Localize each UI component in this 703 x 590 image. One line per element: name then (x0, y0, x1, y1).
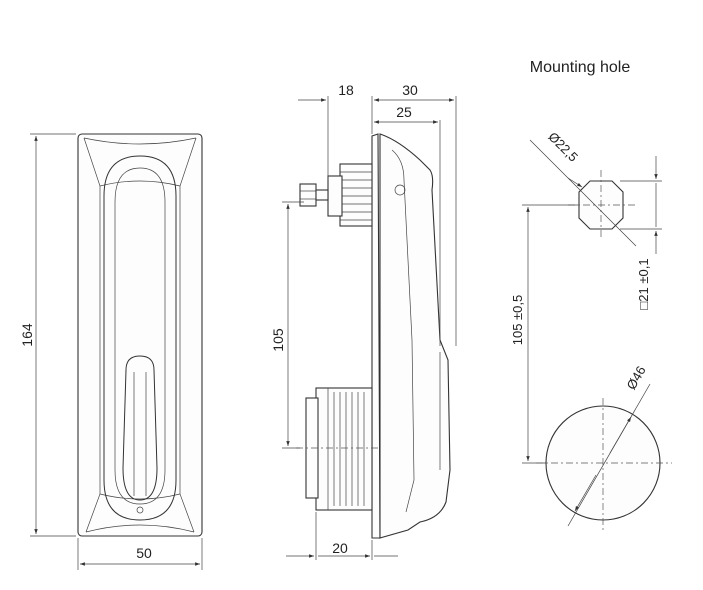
side-view: 18 30 25 105 20 (270, 82, 457, 560)
side-threaded-stud (299, 163, 373, 227)
dim-side-top-right: 30 (402, 82, 418, 98)
mounting-hole-title: Mounting hole (530, 59, 631, 76)
dim-front-width: 50 (136, 545, 152, 561)
front-lever (122, 355, 158, 501)
dim-side-pitch: 105 (270, 328, 286, 352)
front-bevel-left (83, 137, 101, 533)
side-cylinder (296, 387, 380, 511)
front-handle-inner (114, 167, 166, 505)
front-bevel-right (179, 137, 197, 533)
front-plate-outline (77, 133, 203, 537)
dim-round-dia: Ø46 (623, 363, 648, 392)
dim-square-dia: Ø22,5 (545, 129, 581, 165)
side-flange (371, 133, 381, 539)
side-handle-body (379, 133, 451, 539)
dim-side-top-left: 18 (338, 82, 354, 98)
front-pin (136, 506, 144, 514)
mounting-hole-view: Mounting hole Ø22,5 □21 ±0,1 105 ±0,5 Ø4… (510, 59, 672, 530)
dim-front-height: 164 (19, 323, 35, 347)
dim-square-side: □21 ±0,1 (636, 258, 651, 309)
dim-side-cylinder: 20 (332, 540, 348, 556)
front-view: 164 50 (19, 133, 203, 570)
dim-hole-pitch: 105 ±0,5 (510, 295, 525, 346)
dim-side-depth: 25 (396, 104, 412, 120)
front-handle-outer (103, 155, 177, 521)
